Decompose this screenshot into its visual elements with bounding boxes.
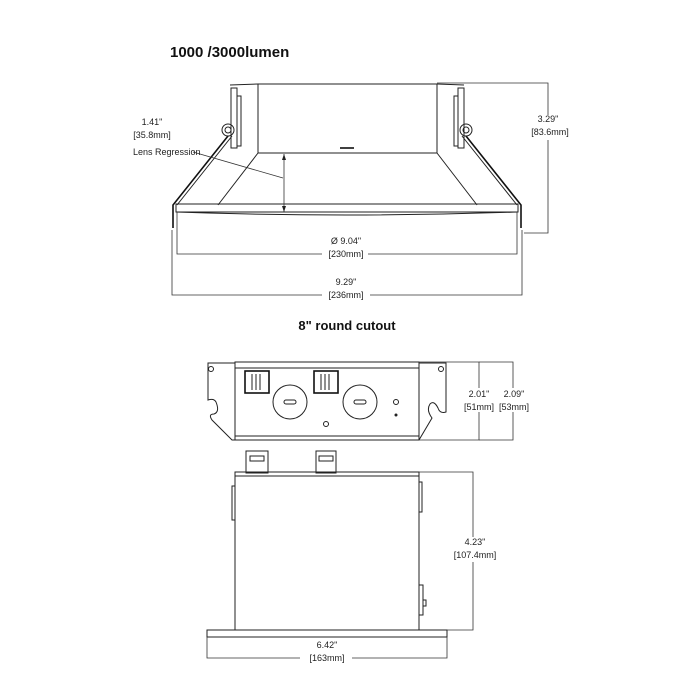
overall-width-mm: [236mm] bbox=[328, 290, 363, 300]
height-in: 3.29" bbox=[538, 114, 559, 124]
height-b-in: 2.09" bbox=[504, 389, 525, 399]
lens-regression-leader bbox=[192, 151, 284, 179]
lens-regression-mm: [35.8mm] bbox=[133, 130, 171, 140]
knockout-right bbox=[342, 384, 378, 420]
lens-diameter-in: Ø 9.04" bbox=[331, 236, 361, 246]
junction-box-top-view: 4.23" [107.4mm] 6.42" [163mm] bbox=[206, 450, 497, 663]
cutout-label: 8" round cutout bbox=[298, 318, 396, 333]
left-mounting-clip bbox=[172, 83, 259, 228]
lens-regression-label: Lens Regression bbox=[133, 147, 201, 157]
depth-in: 4.23" bbox=[465, 537, 486, 547]
height-a-mm: [51mm] bbox=[464, 402, 494, 412]
connector-right bbox=[313, 370, 339, 394]
housing-back bbox=[257, 83, 438, 154]
knockout-left bbox=[272, 384, 308, 420]
lens-diameter-mm: [230mm] bbox=[328, 249, 363, 259]
right-mounting-clip bbox=[436, 83, 522, 228]
lens-regression-in: 1.41" bbox=[142, 117, 163, 127]
width-mm: [163mm] bbox=[309, 653, 344, 663]
height-a-in: 2.01" bbox=[469, 389, 490, 399]
height-mm: [83.6mm] bbox=[531, 127, 569, 137]
junction-box-front-view: 2.01" [51mm] 2.09" [53mm] bbox=[207, 361, 529, 441]
overall-width-in: 9.29" bbox=[336, 277, 357, 287]
lens bbox=[175, 203, 519, 213]
depth-mm: [107.4mm] bbox=[454, 550, 497, 560]
height-b-mm: [53mm] bbox=[499, 402, 529, 412]
connector-left bbox=[244, 370, 270, 394]
drawing-title: 1000 /3000lumen bbox=[170, 44, 289, 61]
width-in: 6.42" bbox=[317, 640, 338, 650]
downlight-side-view: 1.41" [35.8mm] Lens Regression 3.29" [83… bbox=[133, 82, 569, 300]
